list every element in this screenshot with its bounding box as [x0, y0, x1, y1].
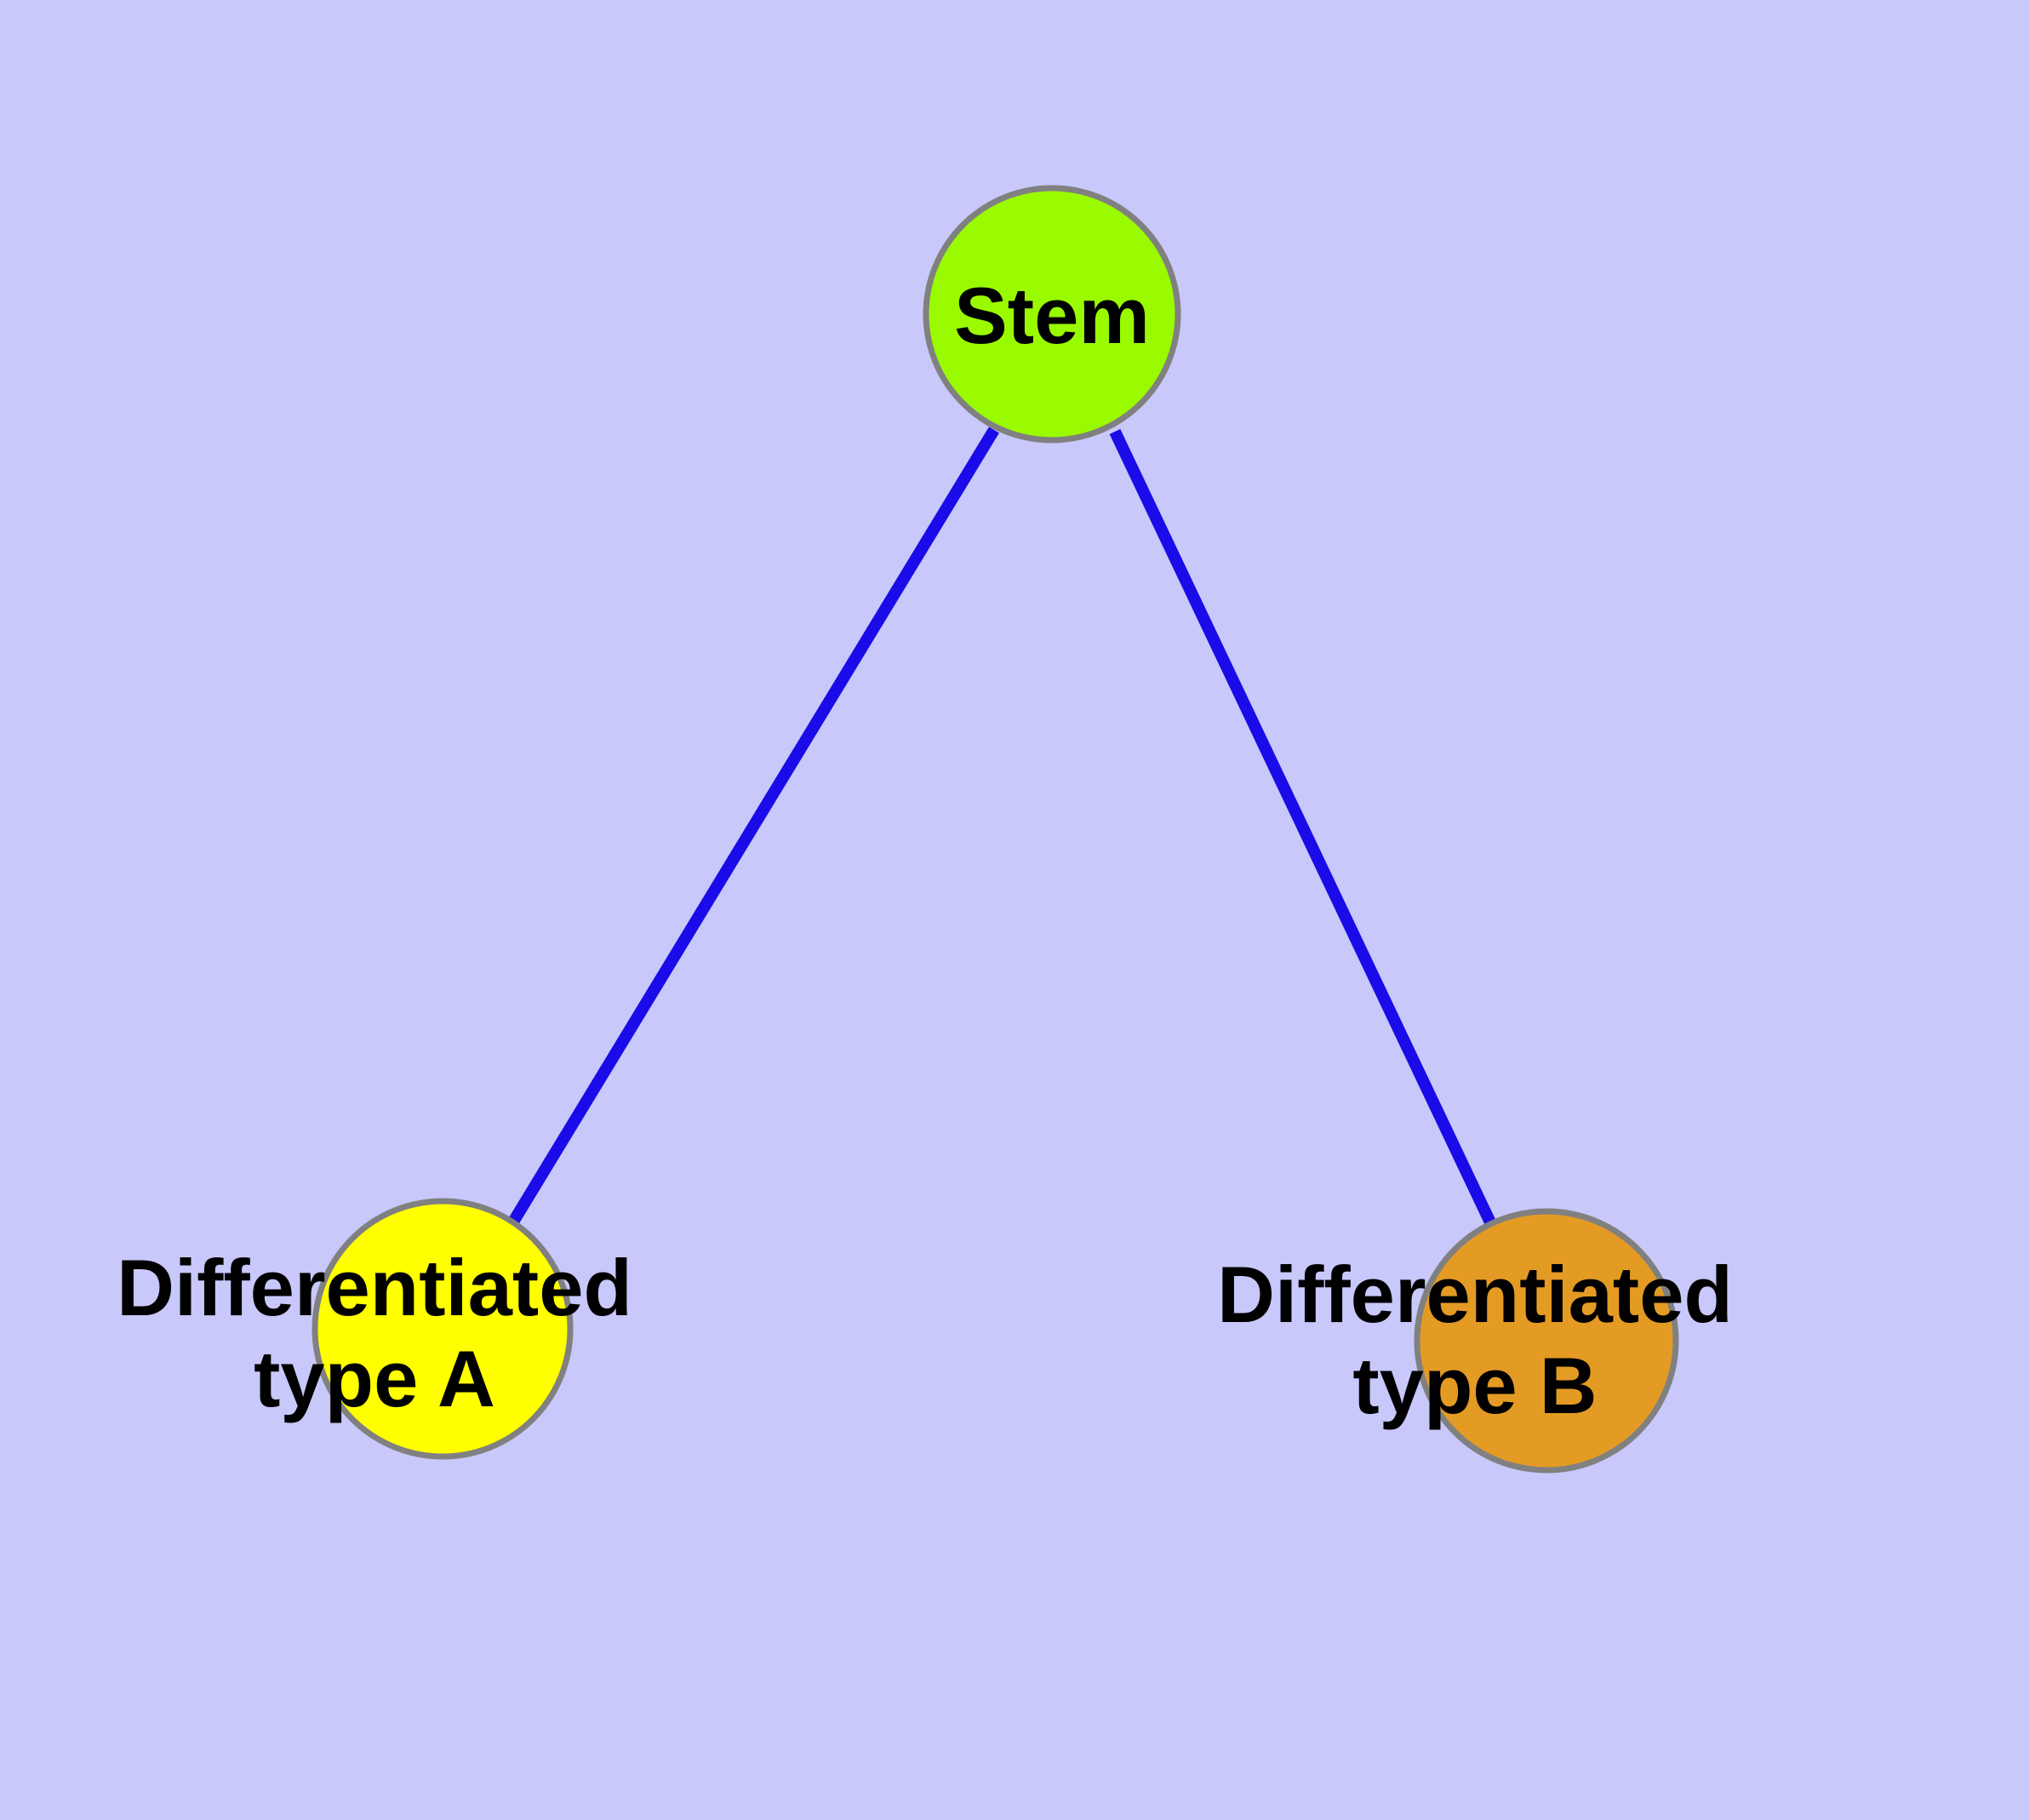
graph-edge[interactable]	[1109, 428, 1497, 1228]
node-label-line: Differentiated	[117, 1243, 632, 1332]
graph-node-stem[interactable]	[923, 185, 1181, 444]
graph-node-diff_b[interactable]	[1414, 1208, 1679, 1474]
node-label-stem: Stem	[954, 271, 1150, 360]
graph-node-diff_a[interactable]	[311, 1198, 574, 1460]
edge-layer	[507, 426, 1497, 1228]
node-label-line: type B	[1352, 1341, 1597, 1430]
node-label-line: Stem	[954, 271, 1150, 360]
node-layer	[311, 185, 1679, 1474]
node-label-line: type A	[254, 1334, 495, 1423]
graph-edge[interactable]	[507, 426, 999, 1227]
node-label-line: Differentiated	[1217, 1250, 1733, 1339]
